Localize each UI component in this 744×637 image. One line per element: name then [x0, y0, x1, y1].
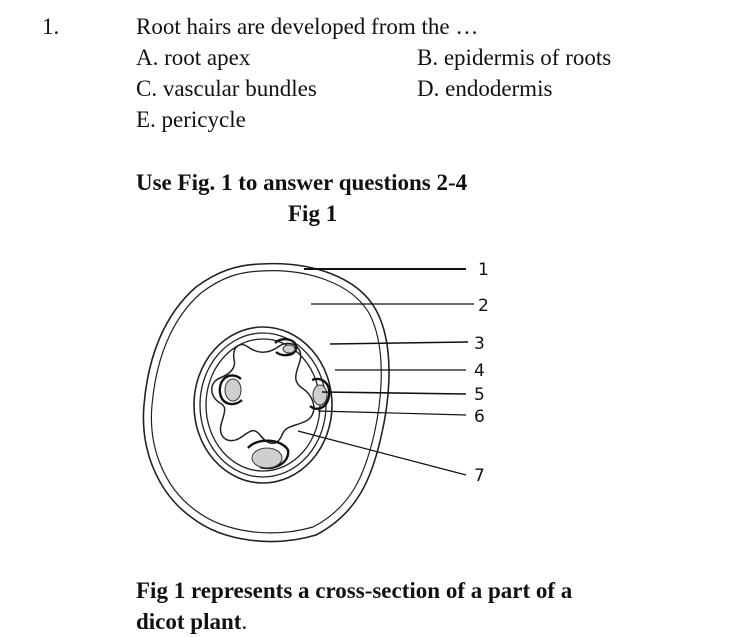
- option-e[interactable]: E. pericycle: [136, 107, 246, 132]
- figure-label-4: 4: [474, 361, 485, 381]
- option-b[interactable]: B. epidermis of roots: [417, 45, 612, 70]
- pointer-line-3: [329, 341, 469, 345]
- figure-caption: Fig 1 represents a cross-section of a pa…: [136, 575, 572, 637]
- phloem-bottom: [247, 439, 290, 470]
- caption-period: .: [241, 609, 248, 634]
- pointer-line-6: [317, 410, 467, 416]
- pointer-line-7: [297, 430, 467, 476]
- figure-label-2: 2: [478, 296, 489, 316]
- figure-label-5: 5: [474, 385, 485, 405]
- question-text: Root hairs are developed from the …: [136, 14, 479, 39]
- figure-label-3: 3: [474, 334, 485, 354]
- option-d[interactable]: D. endodermis: [417, 76, 553, 101]
- option-c[interactable]: C. vascular bundles: [136, 76, 317, 101]
- figure-label-6: 6: [474, 407, 485, 427]
- epidermis-inner: [150, 270, 382, 534]
- endodermis-ring-outer: [193, 326, 333, 484]
- question-number: 1.: [42, 14, 60, 39]
- caption-line-2: dicot plant: [136, 609, 242, 634]
- phloem-left: [218, 374, 243, 406]
- caption-line-1: Fig 1 represents a cross-section of a pa…: [136, 578, 573, 603]
- phloem-right: [309, 377, 331, 410]
- xylem-star: [211, 342, 315, 445]
- figure-title: Fig 1: [288, 201, 338, 226]
- pointer-line-5: [321, 391, 467, 395]
- figure-label-1: 1: [478, 260, 489, 280]
- root-cross-section-diagram: 1 2 3 4 5 6 7: [142, 260, 489, 543]
- epidermis-outer: [142, 262, 390, 543]
- instruction: Use Fig. 1 to answer questions 2-4: [136, 170, 468, 195]
- phloem-top: [274, 337, 298, 357]
- option-a[interactable]: A. root apex: [136, 45, 251, 70]
- root-cross-section-figure: 1 2 3 4 5 6 7: [136, 255, 498, 545]
- figure-label-7: 7: [474, 466, 485, 486]
